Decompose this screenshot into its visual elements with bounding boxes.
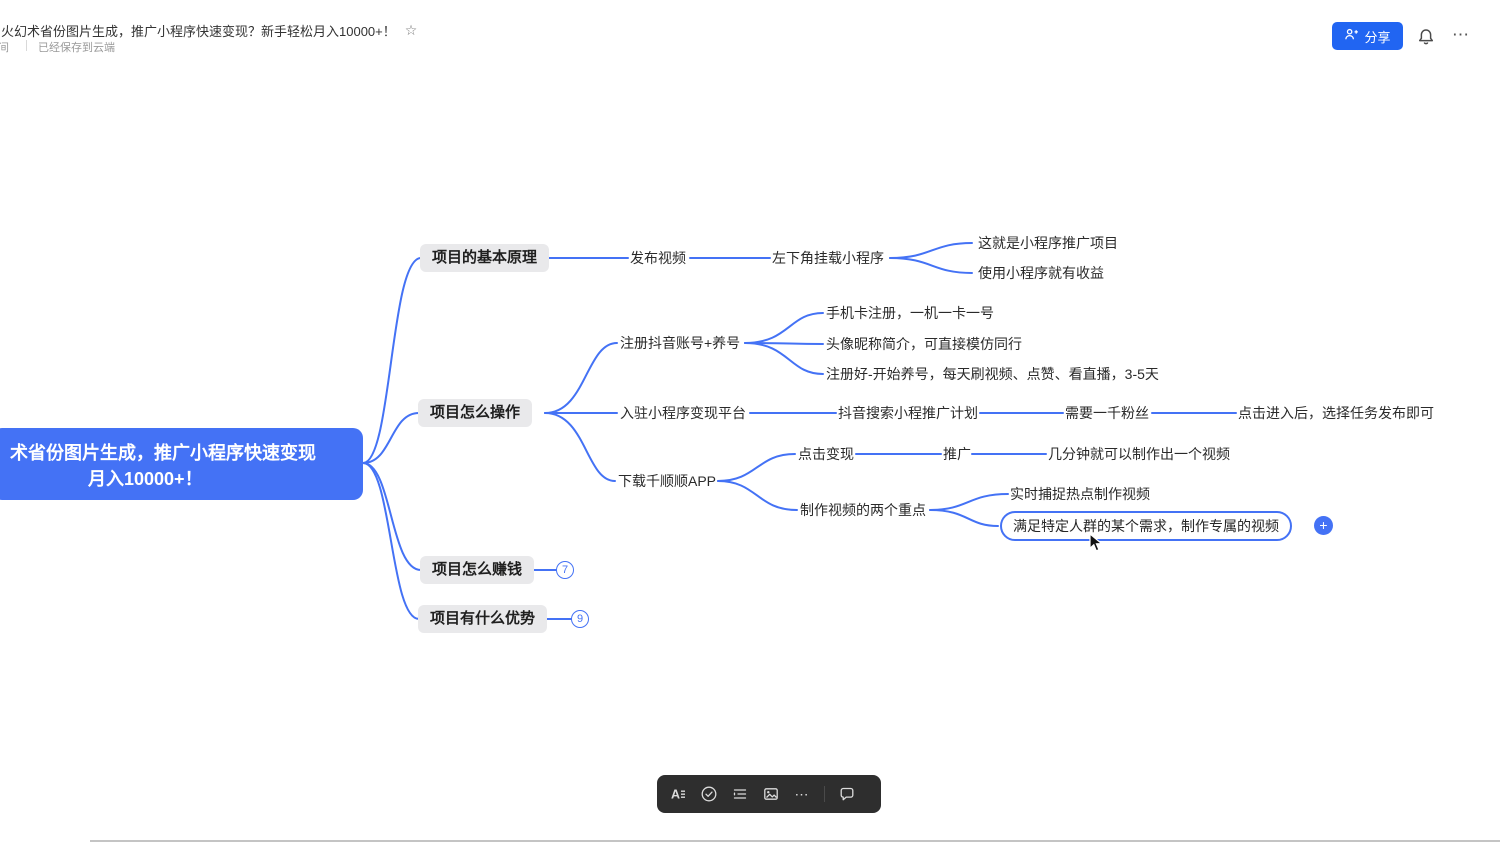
text-format-button[interactable]: A	[669, 785, 687, 803]
node-promo-income[interactable]: 使用小程序就有收益	[978, 265, 1104, 281]
node-advantage[interactable]: 项目有什么优势	[418, 605, 548, 633]
node-two-keypoints[interactable]: 制作视频的两个重点	[800, 502, 926, 518]
node-profile-setup[interactable]: 头像昵称简介，可直接模仿同行	[826, 336, 1022, 352]
task-check-icon	[701, 786, 717, 802]
node-publish-video[interactable]: 发布视频	[630, 250, 686, 266]
node-mount-miniprogram[interactable]: 左下角挂载小程序	[772, 250, 884, 266]
node-custom-video-selected[interactable]: 满足特定人群的某个需求，制作专属的视频	[1000, 511, 1292, 541]
workspace-breadcrumb[interactable]: 空间	[0, 42, 9, 54]
toolbar-divider	[824, 786, 825, 802]
topbar: 火幻术省份图片生成，推广小程序快速变现？新手轻松月入10000+！ ☆ 空间 已…	[0, 0, 1500, 60]
toolbar-more-button[interactable]: ⋯	[793, 785, 811, 803]
outline-list-button[interactable]	[731, 785, 749, 803]
outline-list-icon	[733, 789, 747, 799]
node-promo-project[interactable]: 这就是小程序推广项目	[978, 235, 1118, 251]
node-sim-register[interactable]: 手机卡注册，一机一卡一号	[826, 305, 994, 321]
more-menu-button[interactable]: ⋯	[1446, 22, 1472, 48]
bottom-toolbar: A ⋯	[657, 775, 881, 813]
meta-divider	[26, 40, 27, 51]
node-download-app[interactable]: 下载千顺顺APP	[618, 473, 717, 489]
save-status: 已经保存到云端	[38, 42, 115, 54]
share-button[interactable]: 分享	[1332, 22, 1403, 50]
ellipsis-icon: ⋯	[1452, 25, 1470, 44]
root-node-line1: 术省份图片生成，推广小程序快速变现	[10, 443, 316, 463]
comment-icon	[840, 787, 854, 801]
insert-image-button[interactable]	[762, 785, 780, 803]
node-select-task[interactable]: 点击进入后，选择任务发布即可	[1238, 405, 1434, 421]
root-node-line2: 月入10000+！	[88, 469, 203, 489]
svg-text:A: A	[671, 788, 680, 802]
share-person-icon	[1344, 27, 1359, 45]
bell-icon	[1418, 29, 1434, 45]
collapse-badge-earn[interactable]: 7	[556, 561, 574, 579]
collapse-badge-advantage[interactable]: 9	[571, 610, 589, 628]
node-nurture-account[interactable]: 注册好-开始养号，每天刷视频、点赞、看直播，3-5天	[826, 366, 1159, 382]
root-node[interactable]: 术省份图片生成，推广小程序快速变现 月入10000+！	[0, 428, 363, 500]
node-register-account[interactable]: 注册抖音账号+养号	[620, 335, 741, 351]
node-minutes-video[interactable]: 几分钟就可以制作出一个视频	[1048, 446, 1230, 462]
node-promote[interactable]: 推广	[943, 446, 971, 462]
task-check-button[interactable]	[700, 785, 718, 803]
bottom-edge-line	[90, 840, 1500, 842]
doc-title[interactable]: 火幻术省份图片生成，推广小程序快速变现？新手轻松月入10000+！	[1, 24, 396, 39]
node-operate[interactable]: 项目怎么操作	[418, 399, 533, 427]
node-join-platform[interactable]: 入驻小程序变现平台	[620, 405, 746, 421]
node-earn[interactable]: 项目怎么赚钱	[420, 556, 535, 584]
text-format-icon: A	[671, 788, 685, 802]
doc-title-row: 火幻术省份图片生成，推广小程序快速变现？新手轻松月入10000+！ ☆	[1, 21, 417, 40]
notifications-button[interactable]	[1416, 27, 1436, 47]
favorite-star-icon[interactable]: ☆	[404, 22, 418, 38]
toolbar-ellipsis-icon: ⋯	[794, 786, 810, 802]
insert-image-icon	[764, 788, 778, 800]
node-principle[interactable]: 项目的基本原理	[420, 244, 550, 272]
comment-button[interactable]	[838, 785, 856, 803]
node-douyin-search[interactable]: 抖音搜索小程推广计划	[838, 405, 978, 421]
add-child-node-button[interactable]: +	[1314, 516, 1333, 535]
node-need-fans[interactable]: 需要一千粉丝	[1065, 405, 1149, 421]
node-hotspot-video[interactable]: 实时捕捉热点制作视频	[1010, 486, 1150, 502]
share-button-label: 分享	[1364, 29, 1391, 45]
node-click-monetize[interactable]: 点击变现	[798, 446, 854, 462]
